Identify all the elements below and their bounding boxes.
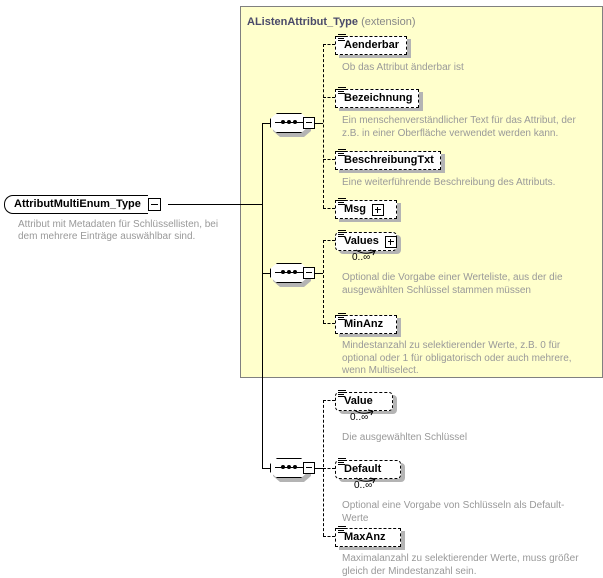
- node-box[interactable]: Value: [335, 389, 393, 411]
- element-node-maxanz[interactable]: MaxAnz: [335, 525, 405, 550]
- cardinality-value: 0..∞: [350, 412, 369, 423]
- node-box[interactable]: Bezeichnung: [335, 86, 419, 108]
- element-description-bezeichnung: Ein menschenverständlicher Text für das …: [342, 115, 576, 139]
- sequence-dot-icon: [293, 270, 297, 274]
- repeat-arrow-icon: [353, 409, 374, 416]
- element-name-label: MinAnz: [344, 318, 384, 330]
- element-node-bezeichnung[interactable]: Bezeichnung: [335, 86, 423, 111]
- element-lines-icon: [338, 33, 346, 41]
- element-name-label: Value: [344, 395, 373, 407]
- root-element-description: Attribut mit Metadaten für Schlüssellist…: [18, 219, 219, 242]
- sequence-dot-icon: [281, 120, 285, 124]
- root-collapse-toggle-icon[interactable]: [147, 198, 161, 211]
- repeat-arrow-icon: [355, 477, 376, 484]
- group-2-stub-minanz: [323, 323, 335, 324]
- element-lines-icon: [338, 197, 346, 205]
- root-element-node[interactable]: AttributMultiEnum_Type: [4, 195, 161, 214]
- element-description-value: Die ausgewählten Schlüssel: [342, 432, 468, 443]
- element-name-label: MaxAnz: [344, 531, 386, 543]
- root-element-label: AttributMultiEnum_Type: [4, 195, 148, 214]
- sequence-compositor-1[interactable]: [270, 113, 316, 137]
- node-box[interactable]: Values: [335, 229, 397, 251]
- element-lines-icon: [338, 229, 346, 237]
- element-node-msg[interactable]: Msg: [335, 197, 401, 222]
- group-1-stub-msg: [323, 208, 335, 209]
- element-lines-icon: [338, 312, 346, 320]
- cardinality-default: 0..∞: [354, 480, 373, 491]
- element-lines-icon: [338, 457, 346, 465]
- element-expand-toggle-icon-msg[interactable]: [372, 203, 384, 216]
- group-3-stub-value: [323, 400, 335, 401]
- sequence-collapse-toggle-icon-2[interactable]: [303, 267, 315, 279]
- group-1-stub-beschreibungtxt: [323, 159, 335, 160]
- extension-type-title: AListenAttribut_Type (extension): [247, 16, 416, 28]
- element-name-label: Values: [344, 235, 379, 247]
- root-connector-line: [168, 204, 263, 205]
- sequence-3-outlet-line: [315, 468, 323, 469]
- sequence-collapse-toggle-icon-3[interactable]: [303, 462, 315, 474]
- sequence-1-inlet-line: [262, 123, 271, 124]
- element-node-minanz[interactable]: MinAnz: [335, 312, 401, 337]
- element-lines-icon: [338, 525, 346, 533]
- sequence-dot-icon: [281, 270, 285, 274]
- node-box[interactable]: MinAnz: [335, 312, 397, 334]
- element-description-minanz: Mindestanzahl zu selektierender Werte, z…: [342, 340, 572, 376]
- element-lines-icon: [338, 389, 346, 397]
- group-1-branch-spine: [323, 44, 324, 208]
- node-box[interactable]: Aenderbar: [335, 33, 407, 55]
- group-2-stub-values: [323, 240, 335, 241]
- element-name-label: Aenderbar: [344, 39, 400, 51]
- node-box[interactable]: BeschreibungTxt: [335, 148, 441, 170]
- element-node-aenderbar[interactable]: Aenderbar: [335, 33, 411, 58]
- sequence-dot-icon: [293, 120, 297, 124]
- sequence-2-inlet-line: [262, 273, 271, 274]
- element-lines-icon: [338, 86, 346, 94]
- sequence-compositor-3[interactable]: [270, 458, 316, 482]
- sequence-compositor-2[interactable]: [270, 263, 316, 287]
- group-3-stub-default: [323, 468, 335, 469]
- element-description-beschreibungtxt: Eine weiterführende Beschreibung des Att…: [342, 177, 556, 188]
- group-1-stub-aenderbar: [323, 44, 335, 45]
- sequence-dot-icon: [287, 270, 291, 274]
- element-node-default[interactable]: Default: [335, 457, 405, 484]
- element-name-label: BeschreibungTxt: [344, 154, 434, 166]
- sequence-1-outlet-line: [315, 123, 323, 124]
- element-node-value[interactable]: Value: [335, 389, 397, 416]
- sequence-dot-icon: [287, 465, 291, 469]
- group-1-stub-bezeichnung: [323, 97, 335, 98]
- sequence-dot-icon: [281, 465, 285, 469]
- extension-kind-label: (extension): [361, 16, 416, 28]
- group-2-branch-spine: [323, 240, 324, 323]
- node-box[interactable]: Default: [335, 457, 401, 479]
- element-name-label: Default: [344, 463, 382, 475]
- element-description-maxanz: Maximalanzahl zu selektierender Werte, m…: [342, 553, 579, 577]
- element-name-label: Bezeichnung: [344, 92, 413, 104]
- extension-type-name: AListenAttribut_Type: [247, 16, 359, 28]
- sequence-collapse-toggle-icon-1[interactable]: [303, 117, 315, 129]
- sequence-dot-icon: [287, 120, 291, 124]
- sequence-2-outlet-line: [315, 273, 323, 274]
- element-expand-toggle-icon-values[interactable]: [384, 235, 397, 248]
- cardinality-values: 0..∞: [352, 252, 371, 263]
- element-description-values: Optional die Vorgabe einer Werteliste, a…: [342, 272, 563, 296]
- sequence-spine-line: [262, 124, 263, 469]
- sequence-dot-icon: [293, 465, 297, 469]
- element-node-values[interactable]: Values: [335, 229, 401, 256]
- element-name-label: Msg: [344, 203, 366, 215]
- element-description-default: Optional eine Vorgabe von Schlüsseln als…: [342, 500, 565, 524]
- extension-region: [240, 6, 603, 378]
- node-box[interactable]: MaxAnz: [335, 525, 401, 547]
- element-lines-icon: [338, 148, 346, 156]
- sequence-3-inlet-line: [262, 468, 271, 469]
- repeat-arrow-icon: [355, 249, 376, 256]
- group-3-stub-maxanz: [323, 536, 335, 537]
- node-box[interactable]: Msg: [335, 197, 397, 219]
- element-description-aenderbar: Ob das Attribut änderbar ist: [342, 62, 464, 73]
- element-node-beschreibungtxt[interactable]: BeschreibungTxt: [335, 148, 445, 173]
